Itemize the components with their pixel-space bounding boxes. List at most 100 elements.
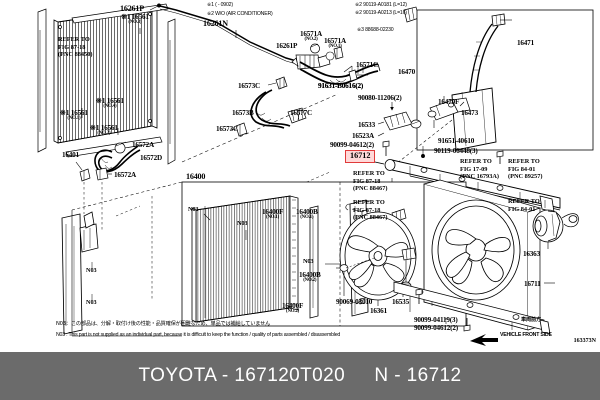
callout-part-number: 16573B [232, 109, 254, 117]
callout-part-number: 16571A [324, 37, 346, 45]
callout-c-16361[interactable]: 16361 [370, 307, 387, 315]
callout-part-number: 16261P [276, 42, 298, 50]
callout-c-16261n[interactable]: 16261N [203, 19, 228, 28]
refer-line1: REFER TO [460, 158, 492, 165]
callout-c-16471[interactable]: 16471 [517, 39, 534, 47]
callout-c-16711[interactable]: 16711 [524, 280, 541, 288]
refer-line2: FIG 84-01 [508, 165, 536, 173]
vehicle-front-arrow [470, 334, 498, 346]
callout-part-number: N03 [303, 258, 314, 265]
callout-c-91651-40610[interactable]: 91651-40610 [438, 137, 475, 145]
callout-part-number: N03 [237, 220, 248, 227]
callout-part-number: 16401 [62, 151, 79, 159]
callout-c-16561-no4[interactable]: ※1 16561(NO.4) [96, 97, 124, 110]
callout-c-n03-c[interactable]: N03 [303, 258, 314, 265]
footer-brand: TOYOTA [138, 365, 217, 386]
callout-c-16571c[interactable]: 16571C [356, 61, 378, 69]
refer-line1: REFER TO [58, 36, 90, 43]
callout-c-90069-03010[interactable]: 90069-03010 [336, 298, 372, 306]
diagram-canvas[interactable]: N03 N03 ※1 ( - 0902) ※2 W/O (AIR CONDITI… [0, 0, 600, 352]
callout-part-number: 16400 [186, 172, 206, 181]
callout-c-16470[interactable]: 16470 [398, 68, 415, 76]
callout-c-16561-no3[interactable]: ※1 16561(NO.3) [121, 13, 149, 26]
refer-line2: FIG 87-18 [353, 177, 381, 185]
callout-part-number: 16573C [238, 82, 260, 90]
callout-sub-number: (NO.2) [303, 278, 317, 284]
footer-section-prefix: N [374, 365, 389, 386]
diagram-linework: N03 N03 [37, 3, 594, 346]
callout-c-16473[interactable]: 16473 [461, 109, 478, 117]
callout-c-16572a-up[interactable]: 16572A [132, 141, 154, 149]
callout-part-number: 16471 [517, 39, 534, 47]
callout-c-16561-no2[interactable]: ※1 16561(NO.2) [90, 124, 118, 137]
callout-c-16401[interactable]: 16401 [62, 151, 79, 159]
callout-c-16400[interactable]: 16400 [186, 172, 206, 181]
callout-c-n03-a[interactable]: N03 [188, 206, 199, 213]
refer-line1: REFER TO [353, 199, 385, 206]
refer-line1: REFER TO [508, 198, 540, 205]
callout-c-16400b-1[interactable]: 16400B(NO.1) [296, 208, 318, 221]
callout-c-90080-11206[interactable]: 90080-11206(2) [358, 94, 402, 102]
callout-sub-number: (NO.2) [304, 37, 318, 43]
callout-part-number: 91651-40610 [438, 137, 475, 145]
callout-c-16573b[interactable]: 16573B [232, 109, 254, 117]
callout-part-number: 91631-B0616(2) [318, 82, 364, 90]
callout-sub-number: (NO.3) [128, 20, 142, 26]
svg-text:N03: N03 [86, 267, 97, 274]
footer-section-number: 16712 [406, 365, 462, 386]
callout-c-16572a-low[interactable]: 16572A [114, 171, 136, 179]
callout-sub-number: (NO.4) [103, 104, 117, 110]
callout-c-16261p-mid[interactable]: 16261P [276, 42, 298, 50]
callout-part-number: 16261P [120, 4, 144, 13]
callout-c-90119-06448[interactable]: 90119-06448(3) [434, 147, 478, 155]
footer-bar: TOYOTA - 167120T020 N - 16712 [0, 352, 600, 400]
callout-c-16400f-1[interactable]: 16400F(NO.1) [262, 208, 284, 221]
callout-part-number: ※1 16561 [96, 97, 124, 105]
callout-c-16573c-up[interactable]: 16573C [238, 82, 260, 90]
callout-c-16573c-low[interactable]: 16573C [216, 125, 238, 133]
refer-line1: REFER TO [353, 170, 385, 177]
callout-part-number: 16533 [358, 121, 375, 129]
callout-c-16470f[interactable]: 16470F [438, 98, 459, 106]
callout-c-16577c[interactable]: 16577C [290, 109, 312, 117]
callout-part-number: 16470 [398, 68, 415, 76]
callout-c-90099-04612a[interactable]: 90099-04612(2) [330, 141, 374, 149]
refer-line3: (PNC 16793A) [460, 173, 499, 181]
callout-c-16572d[interactable]: 16572D [140, 154, 162, 162]
legend-mark1: ※1 ( - 0902) [207, 2, 233, 8]
callout-c-n03-b[interactable]: N03 [237, 220, 248, 227]
refer-line2: FIG 84-01 [508, 205, 536, 213]
callout-part-number: 16572A [114, 171, 136, 179]
callout-c-16571a-no1[interactable]: 16571A(NO.1) [324, 37, 346, 50]
callout-part-number: 16572D [140, 154, 162, 162]
callout-c-91631-b0616[interactable]: 91631-B0616(2) [318, 82, 364, 90]
callout-c-16400b-2[interactable]: 16400B(NO.2) [299, 271, 321, 284]
callout-part-number: 16361 [370, 307, 387, 315]
callout-c-16561-no1[interactable]: ※1 16561(NO.1) [60, 109, 88, 122]
highlighted-part-number[interactable]: 16712 [345, 150, 376, 163]
refer-line3: (PNC 88467) [353, 185, 388, 193]
callout-c-16535[interactable]: 16535 [392, 298, 409, 306]
callout-c-16261p-top[interactable]: 16261P [120, 4, 144, 13]
refer-line3: (PNC 88467) [353, 214, 388, 222]
callout-c-90099-04119[interactable]: 90099-04119(3) [414, 316, 458, 324]
legend-bolt-a: ※2 90119-A0181 (L=12) [355, 2, 407, 8]
callout-part-number: ※1 16561 [90, 124, 118, 132]
callout-part-number: 16400F [262, 208, 284, 216]
callout-part-number: 90099-04612(2) [414, 324, 458, 332]
callout-c-16523a[interactable]: 16523A [352, 132, 374, 140]
legend-mark2: ※2 W/O (AIR CONDITIONER) [207, 11, 273, 17]
callout-part-number: N03 [188, 206, 199, 213]
footer-part-number: 167120T020 [234, 365, 346, 386]
callout-sub-number: (NO.2) [97, 131, 111, 137]
callout-c-16363[interactable]: 16363 [523, 250, 540, 258]
callout-c-16533[interactable]: 16533 [358, 121, 375, 129]
refer-line3: (PNC 89257) [508, 173, 543, 181]
refer-block-8401-upper: REFER TO FIG 84-01 (PNC 89257) [508, 158, 542, 181]
callout-c-90099-04612b[interactable]: 90099-04612(2) [414, 324, 458, 332]
callout-sub-number: (NO.1) [328, 44, 342, 50]
callout-c-16571a-no2[interactable]: 16571A(NO.2) [300, 30, 322, 43]
callout-part-number: 16577C [290, 109, 312, 117]
callout-c-16400f-2[interactable]: 16400F(NO.2) [282, 302, 303, 315]
callout-c-91631-b0616b[interactable]: 91631-B0616(2) [318, 82, 363, 90]
